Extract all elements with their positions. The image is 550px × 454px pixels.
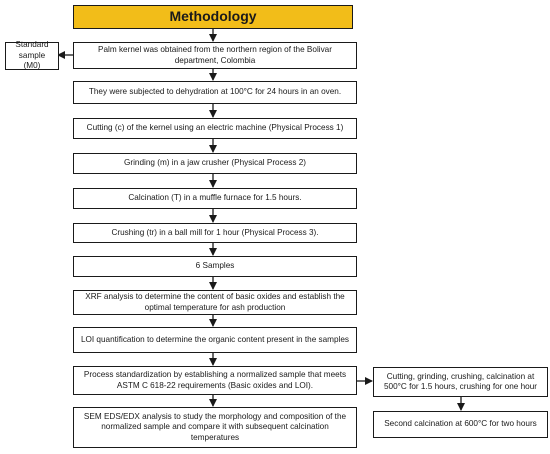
step-2-box: They were subjected to dehydration at 10… [73,81,357,104]
step-10-box: Process standardization by establishing … [73,366,357,395]
diagram-title: Methodology [73,5,353,29]
side-step-1-box: Cutting, grinding, crushing, calcination… [373,367,548,397]
step-9-box: LOI quantification to determine the orga… [73,327,357,353]
step-6-box: Crushing (tr) in a ball mill for 1 hour … [73,223,357,243]
step-5-box: Calcination (T) in a muffle furnace for … [73,188,357,209]
step-1-box: Palm kernel was obtained from the northe… [73,42,357,69]
step-4-box: Grinding (m) in a jaw crusher (Physical … [73,153,357,174]
standard-sample-box: Standard sample (M0) [5,40,59,70]
step-7-box: 6 Samples [73,256,357,277]
step-8-box: XRF analysis to determine the content of… [73,290,357,315]
step-11-box: SEM EDS/EDX analysis to study the morpho… [73,407,357,448]
side-step-2-box: Second calcination at 600°C for two hour… [373,411,548,438]
step-3-box: Cutting (c) of the kernel using an elect… [73,118,357,139]
